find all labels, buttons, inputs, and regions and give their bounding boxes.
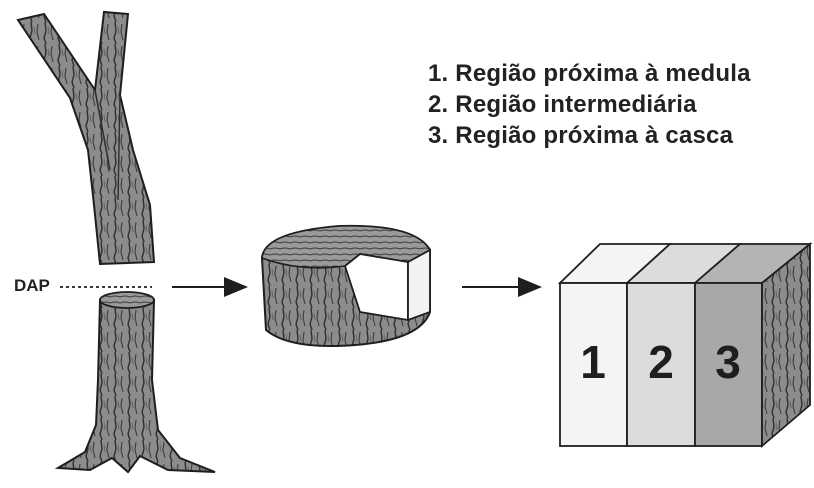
block-region-1 [559,282,628,447]
legend-item-2: 2. Região intermediária [428,91,697,118]
legend-item-3: 3. Região próxima à casca [428,122,734,149]
tree-cut-surface [99,291,155,309]
legend: 1. Região próxima à medula 2. Região int… [428,58,751,151]
tree-upper-trunk [16,10,156,266]
block-bark-side [761,242,811,448]
region-number-2: 2 [648,336,674,388]
tree-lower-trunk [54,299,216,474]
legend-item-1: 1. Região próxima à medula [428,60,751,87]
region-number-1: 1 [580,336,606,388]
block-region-2 [626,282,696,447]
dap-label: DAP [14,276,50,295]
sample-block: 1 2 3 [557,242,813,448]
region-number-3: 3 [715,336,741,388]
tree-lower-section [54,291,216,474]
disc-top-rings [261,225,432,269]
block-region-3 [694,282,763,447]
tree-upper-section [16,10,156,266]
wood-disc [260,224,432,347]
